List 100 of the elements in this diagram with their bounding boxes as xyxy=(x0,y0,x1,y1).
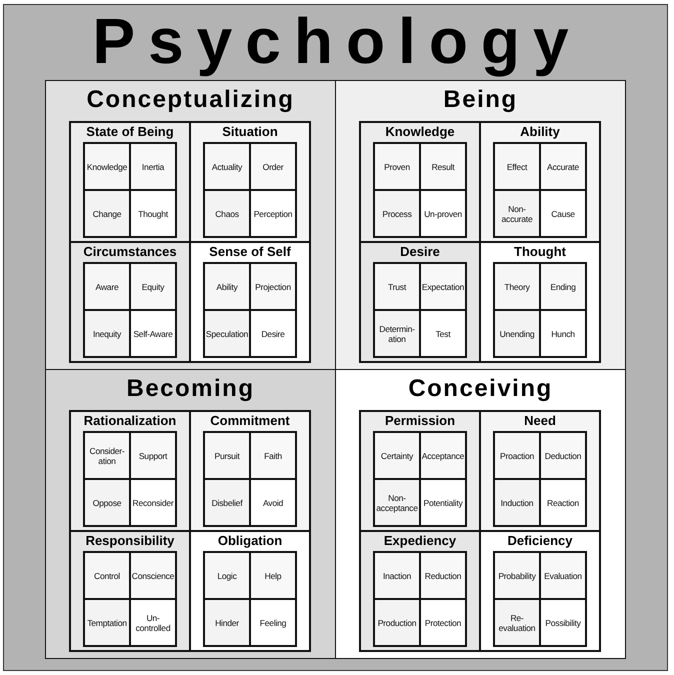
term-cell xyxy=(373,262,421,311)
term-label: Accurate xyxy=(547,162,579,172)
term-cell xyxy=(419,431,467,480)
subcategory-box xyxy=(479,241,601,363)
term-label: Reaction xyxy=(547,498,579,508)
subcategory-heading: Obligation xyxy=(216,532,284,550)
term-cell xyxy=(249,189,297,238)
term-cell xyxy=(539,551,587,600)
term-label: Speculation xyxy=(206,328,248,338)
term-label: Feeling xyxy=(260,618,286,628)
subcategory-box xyxy=(359,530,481,652)
term-label: Aware xyxy=(96,282,118,292)
term-label: Temptation xyxy=(87,618,127,628)
term-label: Consider- ation xyxy=(88,446,126,466)
term-cell xyxy=(129,309,177,358)
term-cell xyxy=(493,262,541,311)
term-label: Ending xyxy=(550,282,576,292)
term-label: Probability xyxy=(498,570,536,580)
subcategory-box xyxy=(359,121,481,243)
term-cell xyxy=(493,142,541,191)
subcategory-box xyxy=(479,410,601,532)
subcategory-box xyxy=(189,530,311,652)
subcategory-box xyxy=(69,410,191,532)
term-cell xyxy=(249,309,297,358)
term-cell xyxy=(373,551,421,600)
term-label: Avoid xyxy=(262,498,284,508)
term-cell xyxy=(129,598,177,647)
term-label: Change xyxy=(92,208,122,218)
term-label: Disbelief xyxy=(212,498,242,508)
term-cell xyxy=(493,309,541,358)
term-cell xyxy=(539,189,587,238)
term-label: Theory xyxy=(504,282,530,292)
category-heading: Conceiving xyxy=(407,374,554,404)
term-label: Cause xyxy=(551,208,575,218)
term-label: Knowledge xyxy=(86,162,128,172)
subcategory-box xyxy=(69,530,191,652)
term-label: Inaction xyxy=(382,570,412,580)
term-label: Control xyxy=(94,570,120,580)
category-panel xyxy=(45,80,336,370)
term-cell xyxy=(373,598,421,647)
term-cell xyxy=(249,551,297,600)
term-label: Unending xyxy=(500,328,534,338)
subcategory-heading: Ability xyxy=(519,123,561,141)
term-cell xyxy=(83,431,131,480)
term-cell xyxy=(419,262,467,311)
subcategory-heading: State of Being xyxy=(85,123,175,141)
term-cell xyxy=(83,262,131,311)
term-cell xyxy=(419,142,467,191)
term-label: Test xyxy=(436,328,450,338)
term-cell xyxy=(129,142,177,191)
term-label: Hunch xyxy=(551,328,575,338)
term-label: Projection xyxy=(255,282,291,292)
term-label: Certainty xyxy=(380,450,414,460)
subcategory-heading: Situation xyxy=(221,123,279,141)
term-cell xyxy=(419,309,467,358)
term-cell xyxy=(129,431,177,480)
category-panel xyxy=(335,80,626,370)
term-cell xyxy=(203,309,251,358)
term-label: Ability xyxy=(216,282,238,292)
term-cell xyxy=(129,551,177,600)
term-cell xyxy=(493,189,541,238)
term-label: Deduction xyxy=(544,450,582,460)
term-cell xyxy=(203,142,251,191)
category-panel xyxy=(45,369,336,659)
term-label: Re- evaluation xyxy=(498,612,536,632)
subcategory-heading: Thought xyxy=(513,243,567,261)
term-cell xyxy=(129,189,177,238)
term-label: Faith xyxy=(264,450,282,460)
term-cell xyxy=(83,598,131,647)
term-cell xyxy=(203,189,251,238)
subcategory-box xyxy=(479,530,601,652)
term-label: Result xyxy=(432,162,454,172)
term-cell xyxy=(373,309,421,358)
term-cell xyxy=(203,431,251,480)
term-cell xyxy=(83,478,131,527)
term-label: Reduction xyxy=(424,570,462,580)
term-label: Chaos xyxy=(215,208,239,218)
term-label: Expectation xyxy=(422,282,464,292)
term-cell xyxy=(493,478,541,527)
term-cell xyxy=(83,189,131,238)
term-cell xyxy=(203,262,251,311)
term-label: Process xyxy=(382,208,412,218)
term-cell xyxy=(419,598,467,647)
subcategory-heading: Deficiency xyxy=(506,532,574,550)
subcategory-heading: Responsibility xyxy=(84,532,176,550)
term-label: Effect xyxy=(506,162,528,172)
term-cell xyxy=(539,478,587,527)
term-cell xyxy=(249,478,297,527)
term-label: Un-proven xyxy=(424,208,462,218)
term-cell xyxy=(203,551,251,600)
term-label: Inertia xyxy=(142,162,164,172)
term-label: Production xyxy=(378,618,416,628)
term-cell xyxy=(83,309,131,358)
term-label: Non- acceptance xyxy=(375,492,419,512)
category-heading: Becoming xyxy=(125,374,256,404)
subcategory-heading: Commitment xyxy=(209,412,291,430)
term-cell xyxy=(493,598,541,647)
term-label: Hinder xyxy=(215,618,239,628)
term-cell xyxy=(419,478,467,527)
term-label: Protection xyxy=(424,618,462,628)
